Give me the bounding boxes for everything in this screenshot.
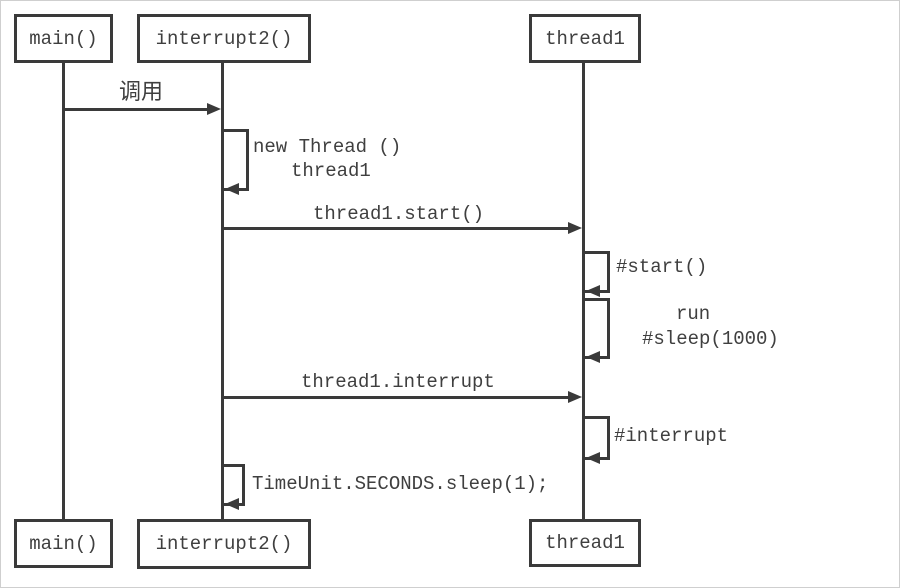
message-line-thread1-interrupt [223,396,569,399]
actor-thread1-label: thread1 [545,27,625,50]
actor-main-label: main() [29,532,98,555]
actor-thread1-label: thread1 [545,532,625,554]
arrowhead-left-icon [586,285,600,297]
message-label-thread1-interrupt: thread1.interrupt [301,371,495,393]
lifeline-thread1 [582,63,585,519]
actor-thread1-bottom: thread1 [529,519,641,567]
self-message-loop-new-thread [223,129,249,191]
arrowhead-left-icon [586,452,600,464]
message-label-new-thread-line1: new Thread () [253,136,402,158]
message-label-sleep-1000: #sleep(1000) [642,328,779,350]
actor-thread1-top: thread1 [529,14,641,63]
lifeline-interrupt2 [221,63,224,519]
message-line-call [63,108,209,111]
actor-interrupt2-label: interrupt2() [155,533,293,555]
arrowhead-right-icon [207,103,221,115]
message-label-new-thread-line2: thread1 [291,160,371,182]
arrowhead-left-icon [586,351,600,363]
actor-main-bottom: main() [14,519,113,568]
message-label-self-interrupt: #interrupt [614,425,729,447]
message-label-timeunit-sleep: TimeUnit.SECONDS.sleep(1); [252,473,549,495]
arrowhead-right-icon [568,391,582,403]
actor-interrupt2-top: interrupt2() [137,14,311,63]
message-label-thread1-start: thread1.start() [313,203,485,225]
actor-main-top: main() [14,14,113,63]
message-label-call: 调用 [119,79,164,104]
arrowhead-left-icon [225,183,239,195]
lifeline-main [62,63,65,519]
message-line-thread1-start [223,227,569,230]
message-label-run: run [676,303,711,325]
arrowhead-right-icon [568,222,582,234]
actor-main-label: main() [29,27,98,50]
actor-interrupt2-label: interrupt2() [155,27,293,50]
arrowhead-left-icon [225,498,239,510]
actor-interrupt2-bottom: interrupt2() [137,519,311,569]
message-label-self-start: #start() [616,256,708,278]
self-message-loop-run-sleep [584,298,610,359]
